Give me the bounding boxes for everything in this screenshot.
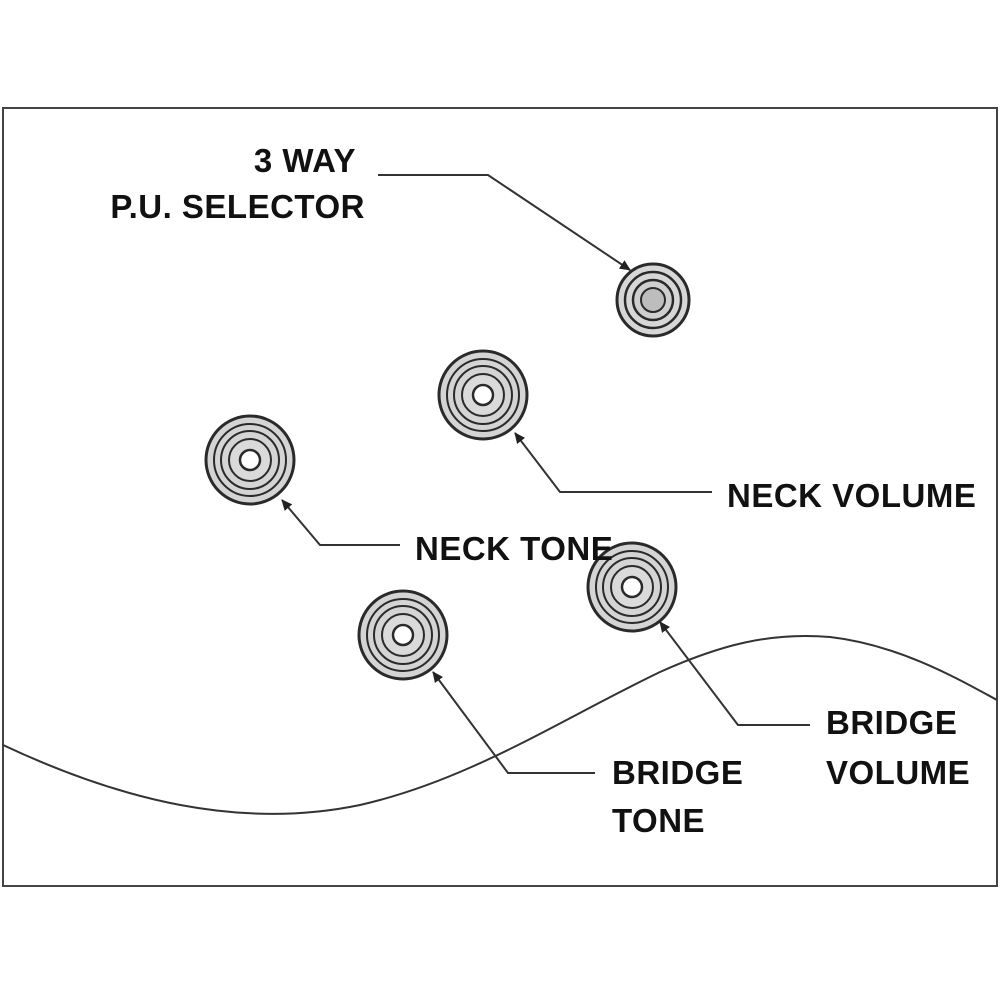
bridge-volume-knob xyxy=(586,541,678,633)
guitar-body-edge xyxy=(2,634,998,815)
bridge-volume-leader-arrow xyxy=(659,621,810,726)
bridge-tone-knob xyxy=(357,589,449,681)
selector-switch-knob xyxy=(615,262,691,338)
selector-leader-arrow xyxy=(378,174,631,271)
neck-volume-leader-arrow xyxy=(514,432,712,493)
neck-volume-label: NECK VOLUME xyxy=(727,477,976,514)
bridge-volume-label-line1: BRIDGE xyxy=(826,704,957,741)
selector-label-line2: P.U. SELECTOR xyxy=(110,188,365,225)
bridge-tone-leader-arrow xyxy=(432,671,595,774)
neck-volume-knob xyxy=(437,349,529,441)
bridge-tone-label-line2: TONE xyxy=(612,802,705,839)
bridge-tone-label-line1: BRIDGE xyxy=(612,754,743,791)
bridge-volume-label-line2: VOLUME xyxy=(826,754,970,791)
neck-tone-knob xyxy=(204,414,296,506)
neck-tone-leader-arrow xyxy=(281,499,400,546)
selector-label-line1: 3 WAY xyxy=(254,142,356,179)
neck-tone-label: NECK TONE xyxy=(415,530,613,567)
diagram-frame xyxy=(2,107,998,887)
